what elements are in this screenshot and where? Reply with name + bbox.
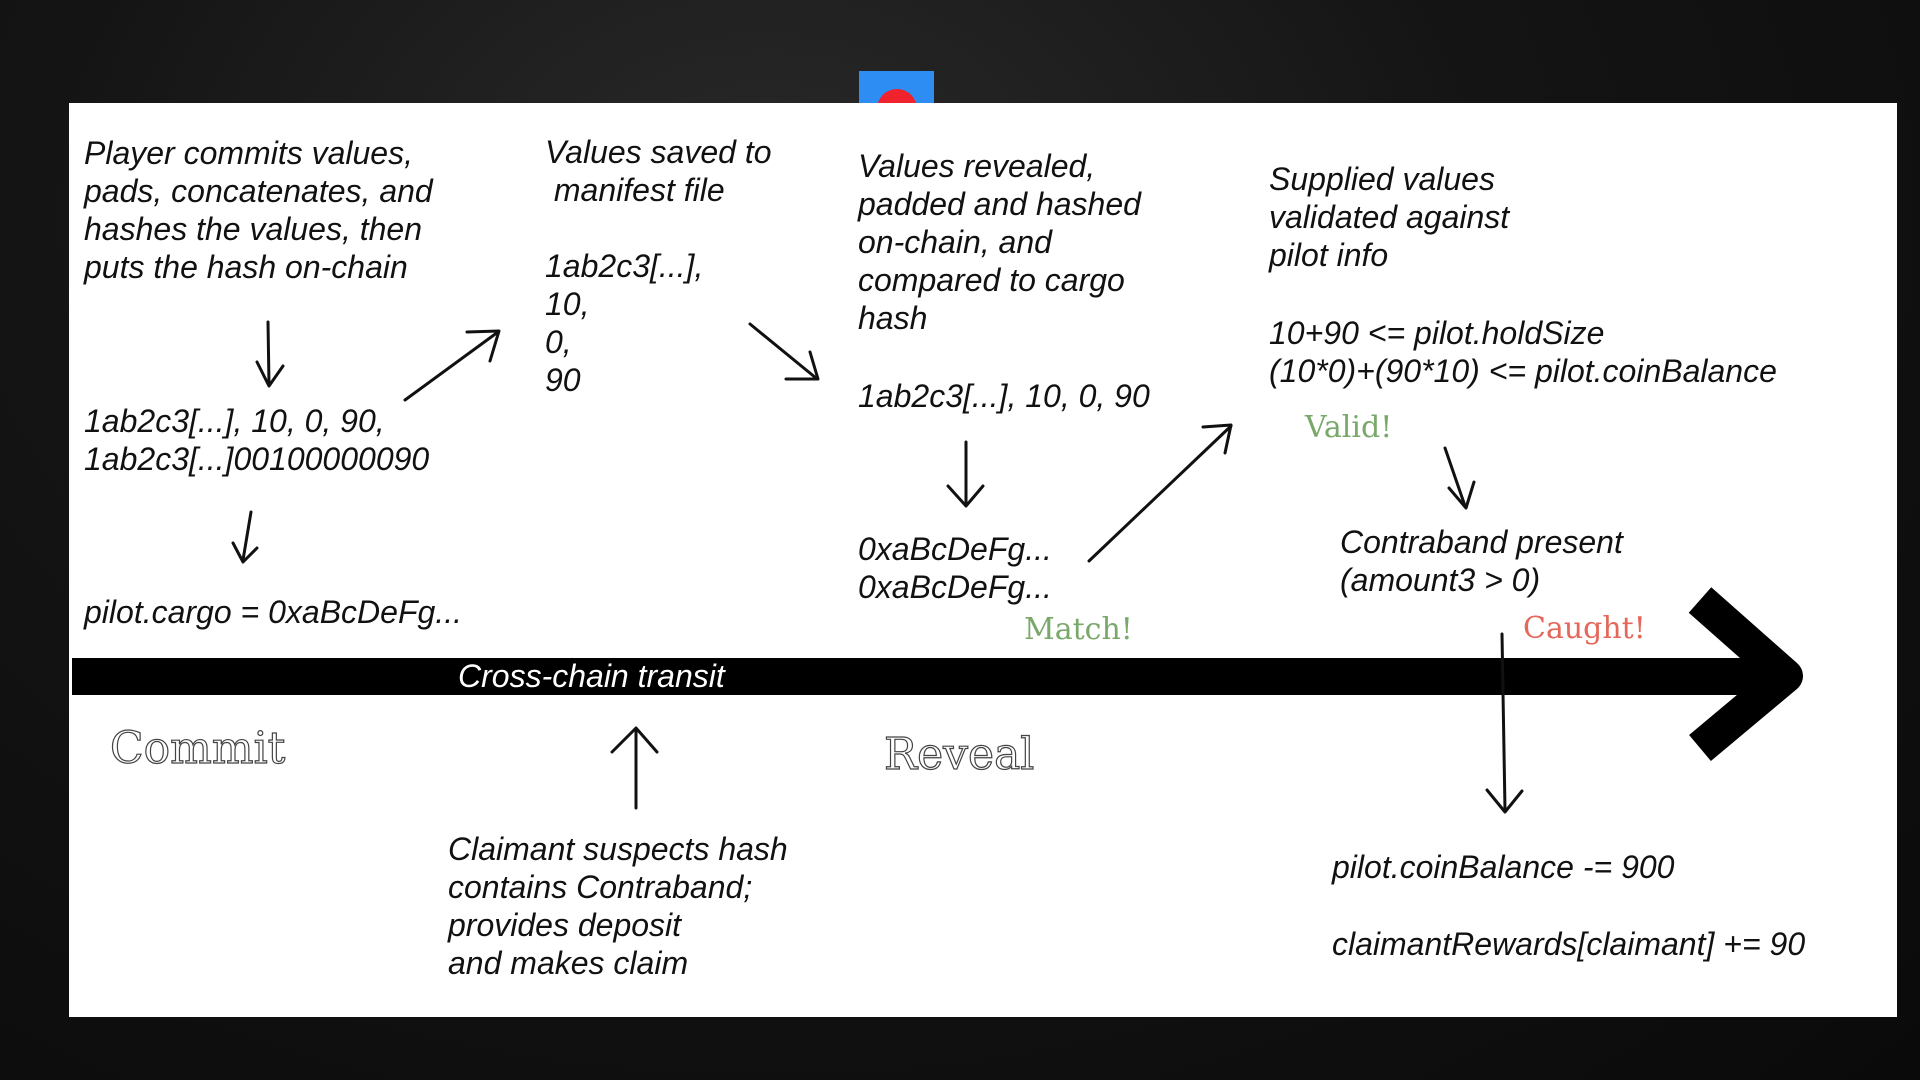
reveal-description: Values revealed, padded and hashed on-ch… xyxy=(858,148,1141,336)
manifest-values: 1ab2c3[...], 10, 0, 90 xyxy=(545,248,704,398)
timeline-bar xyxy=(72,658,1762,695)
manifest-description: Values saved to manifest file xyxy=(545,134,772,208)
validation-checks: 10+90 <= pilot.holdSize (10*0)+(90*10) <… xyxy=(1269,315,1777,389)
phase-reveal-label: Reveal xyxy=(883,728,1035,780)
window-tab xyxy=(859,71,934,107)
phase-commit-label: Commit xyxy=(109,722,286,774)
reveal-hashes: 0xaBcDeFg... 0xaBcDeFg... xyxy=(858,531,1052,605)
balance-penalty: pilot.coinBalance -= 900 xyxy=(1332,849,1675,885)
reveal-values: 1ab2c3[...], 10, 0, 90 xyxy=(858,378,1150,414)
commit-values: 1ab2c3[...], 10, 0, 90, 1ab2c3[...]00100… xyxy=(84,403,430,477)
commit-description: Player commits values, pads, concatenate… xyxy=(84,135,433,285)
match-status: Match! xyxy=(1024,612,1133,647)
contraband-description: Contraband present (amount3 > 0) xyxy=(1340,524,1623,598)
pilot-cargo-assignment: pilot.cargo = 0xaBcDeFg... xyxy=(84,594,462,630)
claim-description: Claimant suspects hash contains Contraba… xyxy=(448,831,788,981)
transit-label: Cross-chain transit xyxy=(458,658,725,694)
validation-description: Supplied values validated against pilot … xyxy=(1269,161,1510,273)
diagram-canvas xyxy=(69,103,1897,1017)
caught-status: Caught! xyxy=(1523,611,1646,646)
valid-status: Valid! xyxy=(1305,410,1393,445)
claimant-reward: claimantRewards[claimant] += 90 xyxy=(1332,926,1806,962)
record-dot-icon xyxy=(877,89,917,107)
